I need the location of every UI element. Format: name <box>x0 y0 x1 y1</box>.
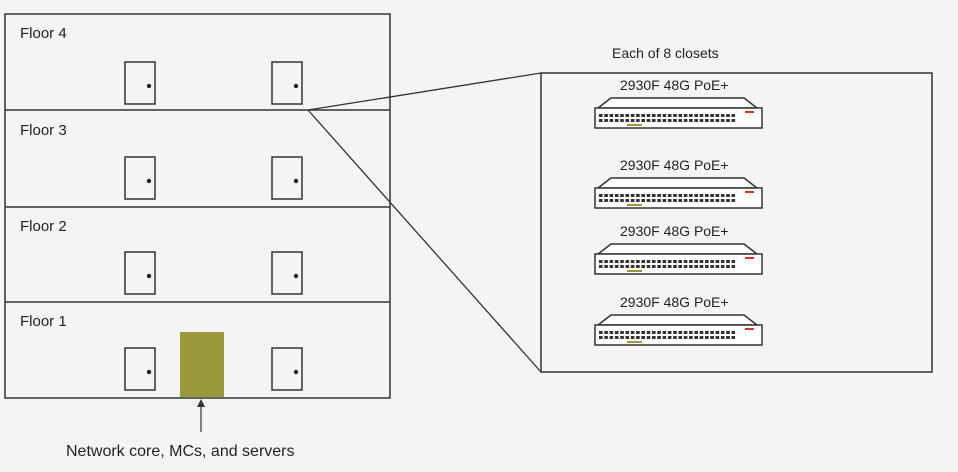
closet-box <box>540 72 933 373</box>
switch-icon <box>594 243 763 275</box>
closet-title: Each of 8 closets <box>612 45 719 61</box>
closet-door <box>124 61 156 105</box>
floor-label: Floor 4 <box>20 25 67 42</box>
door-knob-icon <box>146 178 152 184</box>
closet-door <box>271 251 303 295</box>
door-knob-icon <box>293 369 299 375</box>
zoom-line <box>307 72 542 111</box>
arrow-head-icon <box>197 399 205 407</box>
switch-label: 2930F 48G PoE+ <box>620 223 729 239</box>
door-knob-icon <box>293 178 299 184</box>
door-knob-icon <box>146 83 152 89</box>
network-core-room <box>180 332 224 397</box>
closet-door <box>124 156 156 200</box>
door-knob-icon <box>146 369 152 375</box>
switch-label: 2930F 48G PoE+ <box>620 294 729 310</box>
switch-icon <box>594 177 763 209</box>
zoom-line <box>307 109 542 373</box>
closet-door <box>271 156 303 200</box>
door-knob-icon <box>293 83 299 89</box>
building-outline <box>4 13 391 399</box>
core-label: Network core, MCs, and servers <box>66 443 295 460</box>
floor-label: Floor 3 <box>20 122 67 139</box>
door-knob-icon <box>293 273 299 279</box>
door-knob-icon <box>146 273 152 279</box>
closet-door <box>124 347 156 391</box>
floor-label: Floor 1 <box>20 313 67 330</box>
switch-icon <box>594 97 763 129</box>
floor-label: Floor 2 <box>20 218 67 235</box>
closet-door <box>271 61 303 105</box>
switch-icon <box>594 314 763 346</box>
switch-label: 2930F 48G PoE+ <box>620 77 729 93</box>
closet-door <box>271 347 303 391</box>
switch-label: 2930F 48G PoE+ <box>620 157 729 173</box>
closet-door <box>124 251 156 295</box>
